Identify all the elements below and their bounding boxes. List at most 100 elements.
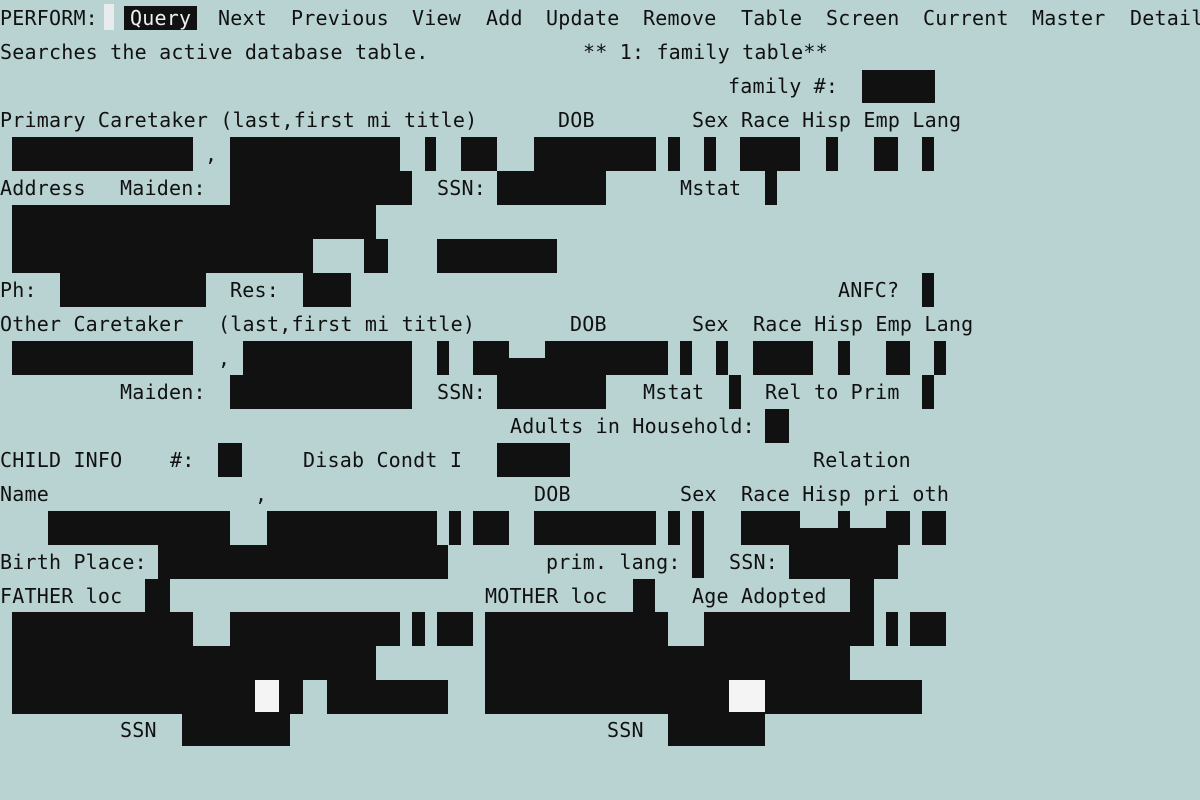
disab-label: Disab Condt I	[303, 448, 463, 472]
blank-field	[255, 680, 279, 712]
age-adopted-label: Age Adopted	[692, 584, 827, 608]
other-maiden-label: Maiden:	[120, 380, 206, 404]
primary-caretaker-label: Primary Caretaker (last,first mi title)	[0, 108, 478, 132]
redaction-block	[826, 137, 838, 171]
address-label: Address	[0, 176, 86, 200]
redaction-block	[534, 137, 656, 171]
redaction-block	[485, 646, 850, 680]
other-ssn-label: SSN:	[437, 380, 486, 404]
redaction-block	[910, 612, 946, 646]
redaction-block	[922, 511, 946, 545]
res-label: Res:	[230, 278, 279, 302]
redaction-block	[633, 579, 655, 613]
other-caretaker-label: Other Caretaker	[0, 312, 184, 336]
redaction-block	[412, 612, 425, 646]
redaction-block	[704, 137, 716, 171]
redaction-block	[437, 341, 449, 375]
redaction-block	[267, 511, 437, 545]
menu-master[interactable]: Master	[1032, 6, 1106, 30]
phone-label: Ph:	[0, 278, 37, 302]
adults-label: Adults in Household:	[510, 414, 755, 438]
redaction-block	[461, 137, 497, 171]
redaction-block	[680, 341, 692, 375]
redaction-block	[364, 239, 388, 273]
redaction-block	[741, 511, 800, 545]
redaction-block	[303, 273, 351, 307]
redaction-block	[886, 612, 898, 646]
maiden-label: Maiden:	[120, 176, 206, 200]
other-caretaker-sub: (last,first mi title)	[218, 312, 476, 336]
redaction-block	[534, 511, 656, 545]
redaction-block	[12, 137, 193, 171]
redaction-block	[437, 612, 473, 646]
redaction-block	[327, 680, 448, 714]
redaction-block	[230, 171, 412, 205]
redaction-block	[800, 528, 890, 545]
redaction-block	[729, 375, 741, 409]
comma: ,	[218, 346, 231, 370]
menu-screen[interactable]: Screen	[826, 6, 900, 30]
menu-query[interactable]: Query	[124, 6, 198, 30]
child-number-label: #:	[170, 448, 195, 472]
birth-place-label: Birth Place:	[0, 550, 147, 574]
redaction-block	[449, 511, 461, 545]
redaction-block	[425, 137, 436, 171]
redaction-block	[668, 714, 765, 746]
redaction-block	[668, 511, 680, 545]
redaction-block	[12, 205, 376, 239]
redaction-block	[230, 612, 400, 646]
menu-detail[interactable]: Detail	[1130, 6, 1200, 30]
child-info-label: CHILD INFO	[0, 448, 123, 472]
redaction-block	[740, 137, 800, 171]
redaction-block	[886, 511, 910, 545]
other-columns-label: Race Hisp Emp Lang	[753, 312, 974, 336]
redaction-block	[789, 545, 898, 579]
father-loc-label: FATHER loc	[0, 584, 123, 608]
redaction-block	[765, 171, 777, 205]
redaction-block	[485, 612, 668, 646]
child-dob-label: DOB	[534, 482, 571, 506]
rel-to-prim-label: Rel to Prim	[765, 380, 900, 404]
redaction-block	[886, 341, 910, 375]
menu-current[interactable]: Current	[923, 6, 1009, 30]
father-ssn-label: SSN	[120, 718, 157, 742]
mstat-label: Mstat	[680, 176, 742, 200]
redaction-block	[60, 273, 206, 307]
redaction-block	[48, 511, 230, 545]
ssn-label: SSN:	[437, 176, 486, 200]
menu-update[interactable]: Update	[546, 6, 620, 30]
other-dob-label: DOB	[570, 312, 607, 336]
prim-lang-label: prim. lang:	[546, 550, 681, 574]
anfc-label: ANFC?	[838, 278, 900, 302]
name-label: Name	[0, 482, 49, 506]
redaction-block	[838, 341, 850, 375]
redaction-block	[12, 646, 376, 680]
menu-view[interactable]: View	[412, 6, 461, 30]
menu-table[interactable]: Table	[741, 6, 803, 30]
redaction-block	[12, 680, 303, 714]
redaction-block	[485, 680, 922, 714]
mother-ssn-label: SSN	[607, 718, 644, 742]
text-cursor	[104, 4, 114, 30]
help-text: Searches the active database table.	[0, 40, 429, 64]
comma: ,	[255, 482, 268, 506]
child-ssn-label: SSN:	[729, 550, 778, 574]
redaction-block	[545, 341, 668, 375]
menu-remove[interactable]: Remove	[643, 6, 717, 30]
redaction-block	[497, 375, 606, 409]
menu-prompt: PERFORM:	[0, 6, 98, 30]
redaction-block	[850, 579, 874, 613]
redaction-block	[158, 545, 448, 579]
redaction-block	[243, 341, 412, 375]
mother-loc-label: MOTHER loc	[485, 584, 608, 608]
redaction-block	[934, 341, 946, 375]
blank-field	[729, 680, 765, 712]
relation-label: Relation	[813, 448, 911, 472]
redaction-block	[497, 171, 606, 205]
menu-add[interactable]: Add	[486, 6, 523, 30]
menu-next[interactable]: Next	[218, 6, 267, 30]
redaction-block	[668, 137, 680, 171]
redaction-block	[218, 443, 242, 477]
family-number-label: family #:	[728, 74, 839, 98]
menu-previous[interactable]: Previous	[291, 6, 389, 30]
